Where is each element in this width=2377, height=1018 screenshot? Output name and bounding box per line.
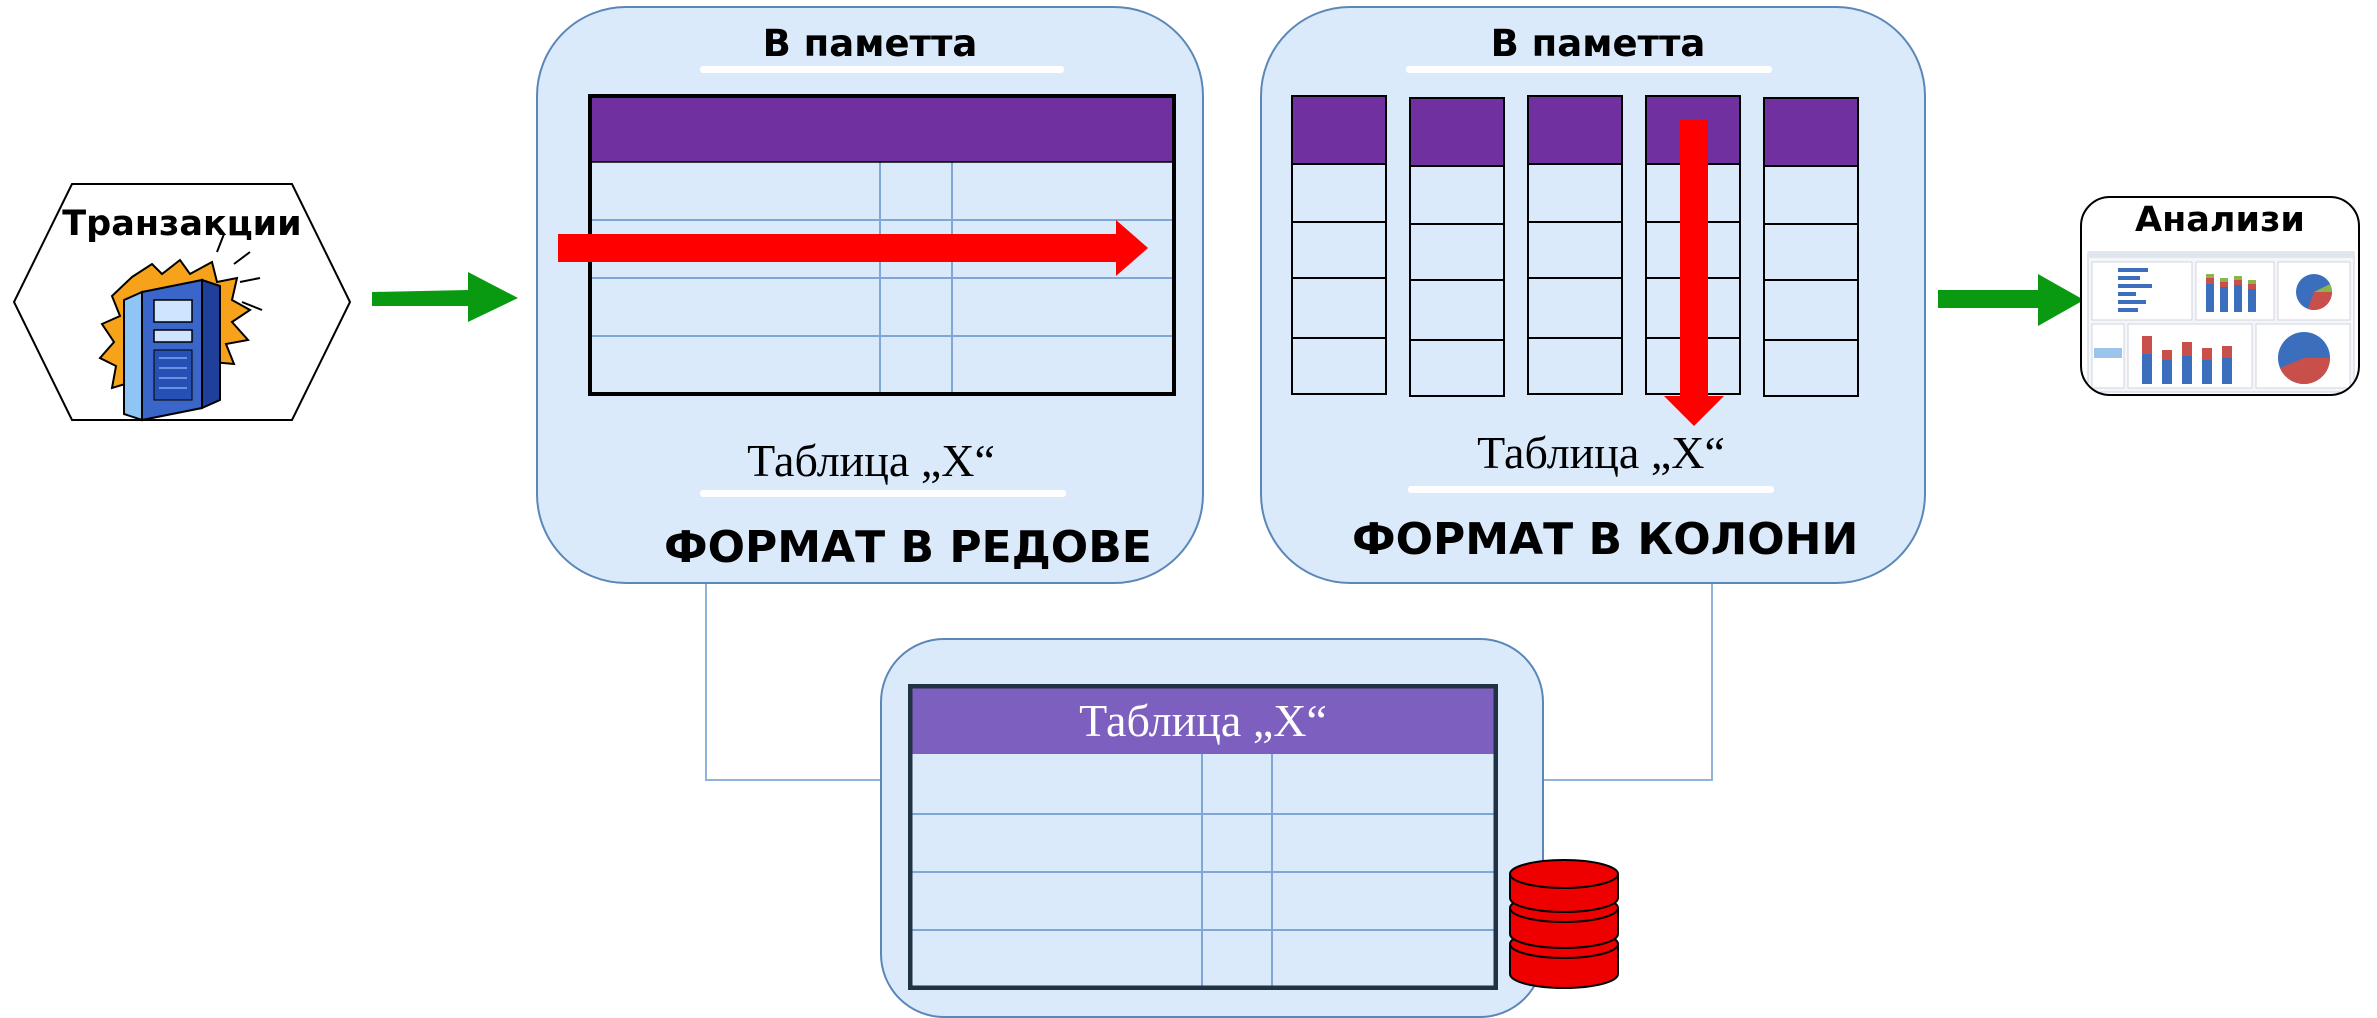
- row-table-caption: Таблица „X“: [747, 435, 995, 486]
- server-icon: [98, 233, 263, 422]
- column-memory-label: В паметта: [1490, 22, 1706, 65]
- column-1: [1291, 95, 1387, 395]
- analytics-node: Анализи: [2080, 196, 2360, 396]
- column-format-label: ФОРМАТ В КОЛОНИ: [1352, 514, 1859, 565]
- column-caption-underline: [1408, 486, 1774, 493]
- column-table-caption: Таблица „X“: [1477, 427, 1725, 478]
- row-table: [588, 94, 1176, 396]
- column-memory-underline: [1406, 66, 1772, 73]
- column-3: [1527, 95, 1623, 395]
- row-memory-underline: [700, 66, 1064, 73]
- column-5: [1763, 97, 1859, 397]
- disk-table-caption: Таблица „X“: [1079, 695, 1327, 746]
- row-caption-underline: [700, 490, 1066, 497]
- row-memory-label: В паметта: [762, 22, 978, 65]
- disk-table-grid: [908, 684, 1498, 990]
- analytics-label: Анализи: [2135, 200, 2305, 240]
- row-format-label: ФОРМАТ В РЕДОВЕ: [664, 522, 1152, 573]
- row-table-grid: [588, 94, 1176, 396]
- transactions-label: Транзакции: [62, 204, 302, 244]
- transactions-node: Транзакции: [12, 182, 352, 422]
- disk-table: Таблица „X“: [908, 684, 1498, 990]
- column-2: [1409, 97, 1505, 397]
- dashboard-thumbnail: [2087, 251, 2355, 393]
